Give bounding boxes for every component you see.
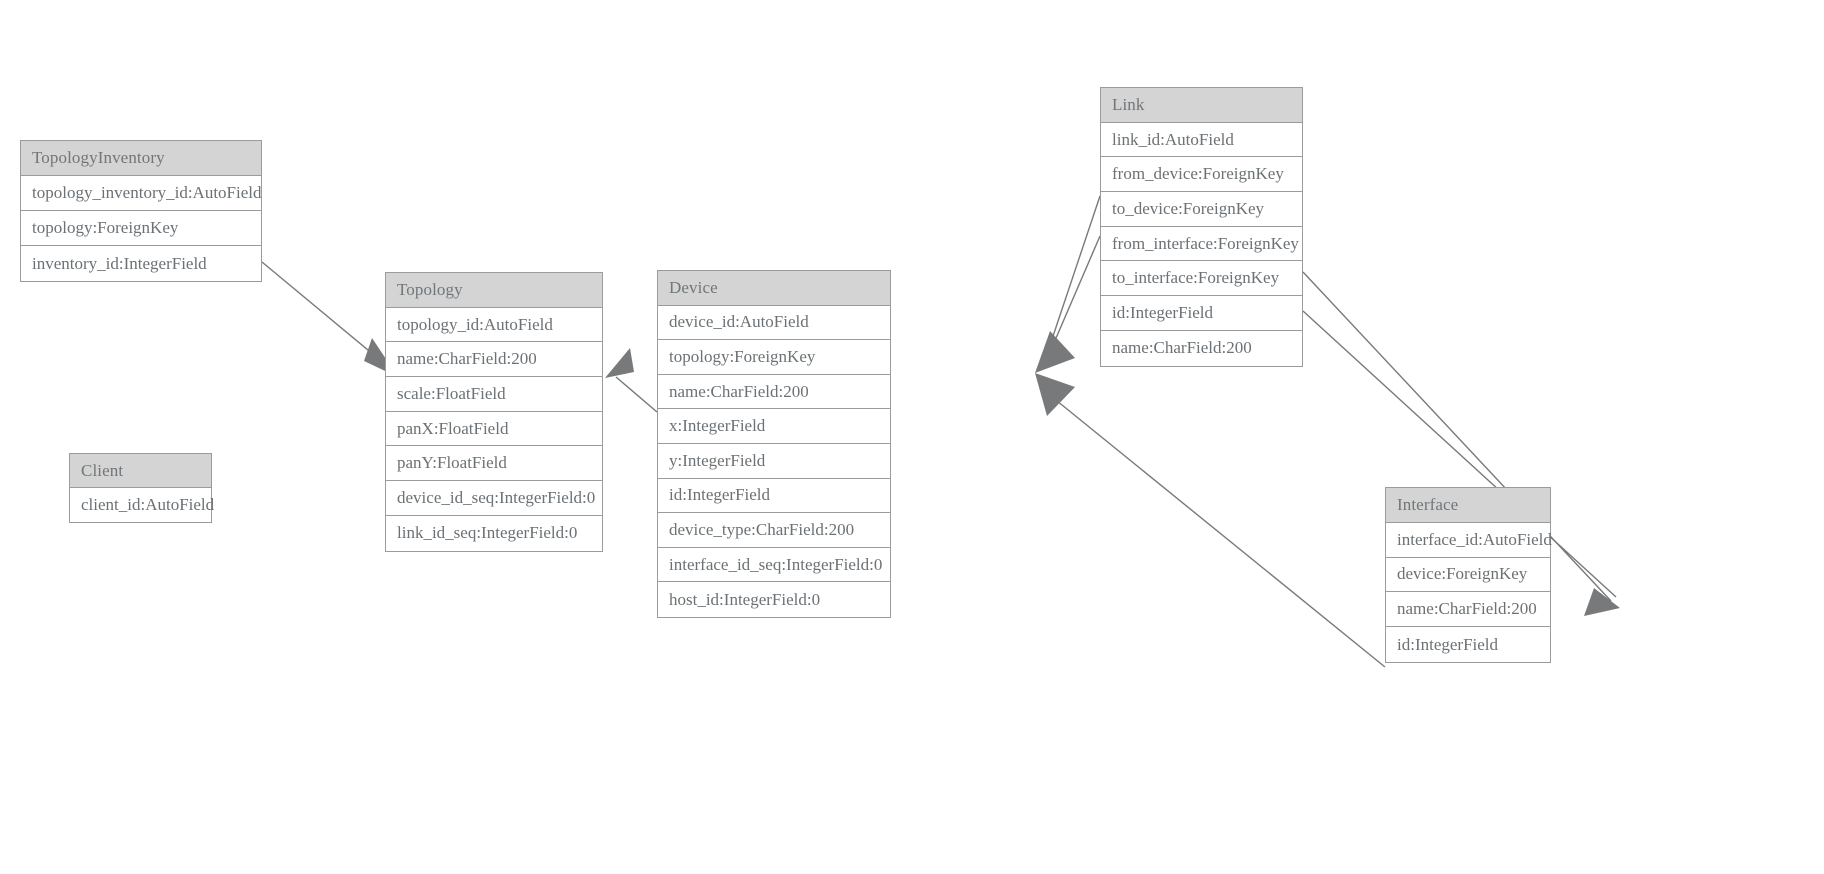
entity-topologyinventory-field[interactable]: inventory_id:IntegerField xyxy=(21,246,261,281)
entity-device-title: Device xyxy=(658,271,890,306)
entity-topology-field[interactable]: scale:FloatField xyxy=(386,377,602,412)
entity-link-field[interactable]: id:IntegerField xyxy=(1101,296,1302,331)
entity-device-field[interactable]: y:IntegerField xyxy=(658,443,890,479)
entity-topology-field[interactable]: topology_id:AutoField xyxy=(386,307,602,343)
arrowhead-device-from-interface xyxy=(1035,373,1075,416)
entity-topology-field[interactable]: name:CharField:200 xyxy=(386,342,602,378)
edge-link-fromdevice-device xyxy=(1043,195,1101,364)
entity-client-title: Client xyxy=(70,454,211,488)
entity-topology-field[interactable]: device_id_seq:IntegerField:0 xyxy=(386,481,602,516)
entity-topologyinventory-field[interactable]: topology:ForeignKey xyxy=(21,211,261,246)
entity-interface-title: Interface xyxy=(1386,488,1550,523)
entity-link-field[interactable]: to_interface:ForeignKey xyxy=(1101,261,1302,297)
entity-topologyinventory-field[interactable]: topology_inventory_id:AutoField xyxy=(21,176,262,211)
entity-topology-field[interactable]: panY:FloatField xyxy=(386,446,602,482)
entity-link-field[interactable]: name:CharField:200 xyxy=(1101,330,1302,366)
entity-topologyinventory-title: TopologyInventory xyxy=(21,141,261,176)
arrowhead-topology-from-device xyxy=(605,348,634,378)
entity-link-field[interactable]: link_id:AutoField xyxy=(1101,122,1302,158)
entity-link-field[interactable]: from_interface:ForeignKey xyxy=(1101,226,1302,262)
entity-device-field[interactable]: x:IntegerField xyxy=(658,409,890,444)
entity-topology-field[interactable]: panX:FloatField xyxy=(386,411,602,447)
entity-interface-field[interactable]: interface_id:AutoField xyxy=(1386,522,1552,558)
arrowhead-interface-from-link xyxy=(1584,588,1620,616)
edge-interface-device xyxy=(1045,391,1386,668)
entity-device-field[interactable]: topology:ForeignKey xyxy=(658,340,890,375)
entity-device-field[interactable]: device_type:CharField:200 xyxy=(658,513,890,548)
entity-client-field[interactable]: client_id:AutoField xyxy=(70,488,214,522)
entity-topology-field[interactable]: link_id_seq:IntegerField:0 xyxy=(386,515,602,551)
entity-link-field[interactable]: from_device:ForeignKey xyxy=(1101,157,1302,193)
entity-device-field[interactable]: device_id:AutoField xyxy=(658,305,890,341)
entity-topology-title: Topology xyxy=(386,273,602,308)
entity-link-title: Link xyxy=(1101,88,1302,123)
entity-device-field[interactable]: host_id:IntegerField:0 xyxy=(658,582,890,617)
entity-interface-field[interactable]: device:ForeignKey xyxy=(1386,557,1550,593)
edge-link-todevice-device xyxy=(1043,235,1101,367)
entity-link-field[interactable]: to_device:ForeignKey xyxy=(1101,192,1302,227)
edge-device-topology xyxy=(615,376,658,413)
arrowhead-device-from-link xyxy=(1035,331,1075,373)
edge-topologyinventory-topology xyxy=(261,261,393,371)
entity-device-field[interactable]: name:CharField:200 xyxy=(658,374,890,410)
entity-interface-field[interactable]: id:IntegerField xyxy=(1386,627,1550,662)
entity-device-field[interactable]: interface_id_seq:IntegerField:0 xyxy=(658,547,890,583)
entity-interface-field[interactable]: name:CharField:200 xyxy=(1386,592,1550,628)
entity-device-field[interactable]: id:IntegerField xyxy=(658,478,890,514)
